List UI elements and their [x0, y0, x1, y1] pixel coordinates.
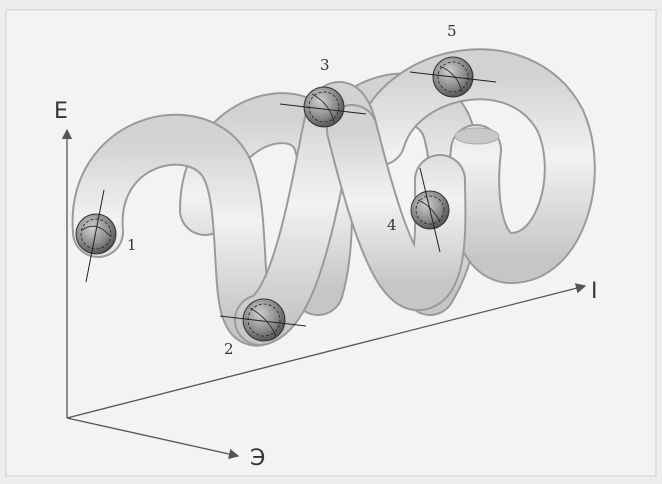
marker-3-label: 3 [320, 56, 330, 74]
right-axis-label: I [591, 279, 598, 304]
marker-5-label: 5 [447, 22, 457, 40]
front-axis-label: Э [250, 446, 265, 471]
marker-1-label: 1 [127, 236, 137, 254]
tube-end [455, 128, 499, 144]
marker-2-label: 2 [224, 340, 234, 358]
vertical-axis-label: E [54, 99, 68, 124]
marker-4-label: 4 [387, 216, 397, 234]
